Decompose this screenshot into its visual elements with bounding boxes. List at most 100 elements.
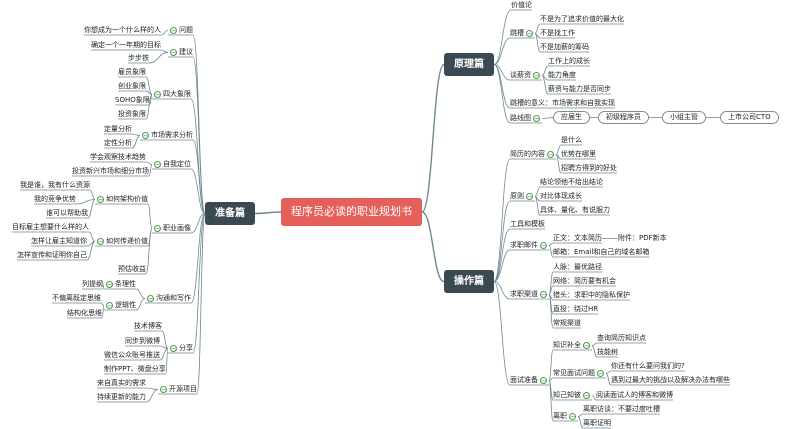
branch-fenxiang[interactable]: −分享 [170,344,193,353]
collapse-icon[interactable]: − [160,385,167,394]
branch-lingxin[interactable]: 谈薪资− [510,71,540,80]
leaf-yuzhi: 预估收益 [118,265,146,273]
connector-line [605,373,612,386]
leaf-fenxiang-0: 技术博客 [134,322,162,330]
roadmap-cto[interactable]: 上市公司CTO [720,111,779,124]
collapse-icon[interactable]: − [97,195,104,204]
leaf-zhiji-0: 阅读面试人的博客和微博 [596,391,673,399]
leaf-jianli-0: 是什么 [561,136,582,144]
topic-theory[interactable]: 原理篇 [444,53,494,76]
branch-qudao[interactable]: 求职渠道− [510,290,547,299]
root-topic[interactable]: 程序员必读的职业规划书 [281,198,422,226]
connector-line [131,135,141,149]
collapse-icon[interactable]: − [142,131,149,140]
connector-line [196,213,206,395]
leaf-zhishi-1: 技能树 [597,348,618,356]
collapse-icon[interactable]: − [540,241,547,250]
collapse-icon[interactable]: − [526,192,533,201]
collapse-icon[interactable]: − [97,237,104,246]
branch-wenti[interactable]: −问题 [170,26,193,35]
leaf-jianyi-1: 步步铁 [128,54,149,62]
topic-practice[interactable]: 操作篇 [444,270,494,293]
branch-luoji[interactable]: −逻辑性 [106,301,136,310]
branch-goutong[interactable]: −沟通和写作 [147,294,191,303]
collapse-icon[interactable]: − [540,290,547,299]
collapse-icon[interactable]: − [533,71,540,80]
collapse-icon[interactable]: − [154,90,161,99]
leaf-fenxiang-3: 制作PPT、微盘分享 [104,365,166,373]
connector-line [87,199,96,219]
collapse-icon[interactable]: − [154,224,161,233]
leaf-kaiyuan-0: 来自真实的需求 [97,379,146,387]
branch-changjian[interactable]: 常见面试问题− [553,369,604,378]
collapse-icon[interactable]: − [569,412,576,421]
leaf-luoji-1: 结构化思维 [67,309,102,317]
connector-line [160,49,169,53]
branch-shichang[interactable]: −市场需求分析 [142,131,193,140]
branch-mianshi[interactable]: 面试准备− [510,376,547,385]
connector-line [145,161,153,165]
collapse-icon[interactable]: − [597,369,604,378]
connector-line [591,395,597,401]
roadmap-junior[interactable]: 初级程序员 [598,111,649,124]
collapse-icon[interactable]: − [540,376,547,385]
leaf-qudao-1: 网络：简历要有机会 [553,277,616,285]
branch-qiuzhi[interactable]: 求职邮件− [510,241,547,250]
leaf-shichang-1: 定性分析 [104,139,132,147]
leaf-qudao-2: 猎头：求职中的隐私保护 [553,291,630,299]
connector-line [577,413,584,417]
collapse-icon[interactable]: − [147,294,154,303]
connector-line [101,305,105,319]
connector-line [147,203,153,229]
connector-line [135,298,146,311]
connector-line [605,370,612,374]
branch-jianyi[interactable]: −建议 [170,48,193,57]
collapse-icon[interactable]: − [154,160,161,169]
branch-lujing[interactable]: 路线图− [510,114,540,123]
roadmap-graduate[interactable]: 应届生 [553,111,590,124]
connector-line [165,348,169,375]
leaf-lingxin-2: 薪资与能力是否同步 [548,85,611,93]
branch-tiaoli[interactable]: −条理性 [106,280,136,289]
leaf-zhishi-0: 查询简历知识点 [597,334,646,342]
collapse-icon[interactable]: − [533,114,540,123]
collapse-icon[interactable]: − [106,301,113,310]
collapse-icon[interactable]: − [170,344,177,353]
leaf-yuanze-2: 具体、量化、有说服力 [540,206,610,214]
collapse-icon[interactable]: − [547,150,554,159]
connector-line [534,196,541,216]
collapse-icon[interactable]: − [583,391,590,400]
branch-lizhi[interactable]: 离职− [553,412,576,421]
main-connector [254,211,282,215]
connector-line [160,30,169,36]
leaf-sida-1: 创业象限 [118,82,146,90]
branch-tiaocao[interactable]: 跳槽− [510,29,533,38]
topic-prep[interactable]: 准备篇 [205,202,255,225]
collapse-icon[interactable]: − [526,29,533,38]
main-connector [421,63,445,213]
connector-line [161,330,169,349]
leaf-youxiang: 邮箱：Email和自己的域名邮箱 [553,248,650,256]
branch-chuandi[interactable]: −如何传递价值 [97,237,148,246]
collapse-icon[interactable]: − [583,341,590,350]
connector-line [493,281,511,386]
branch-zhiye[interactable]: −职业画像 [154,224,191,233]
leaf-ziwo-0: 学会观察技术趋势 [90,153,146,161]
connector-line [190,213,206,304]
branch-jianli[interactable]: 简历的内容− [510,150,554,159]
branch-sida[interactable]: −四大象限 [154,90,191,99]
leaf-lingxin-0: 工作上的成长 [548,57,590,65]
branch-zhishi[interactable]: 知识补全− [553,341,590,350]
branch-zhiji[interactable]: 知己知彼− [553,391,590,400]
branch-yuanze[interactable]: 原则− [510,192,533,201]
collapse-icon[interactable]: − [170,26,177,35]
branch-jiagou[interactable]: −如何架构价值 [97,195,148,204]
collapse-icon[interactable]: − [170,48,177,57]
roadmap-lead[interactable]: 小组主管 [662,111,706,124]
branch-kaiyuan[interactable]: −开源项目 [160,385,197,394]
branch-ziwo[interactable]: −自我定位 [154,160,191,169]
connector-line [145,94,153,120]
connector-line [493,64,511,124]
leaf-jiagou-2: 谁可以帮助我 [46,209,88,217]
collapse-icon[interactable]: − [106,280,113,289]
